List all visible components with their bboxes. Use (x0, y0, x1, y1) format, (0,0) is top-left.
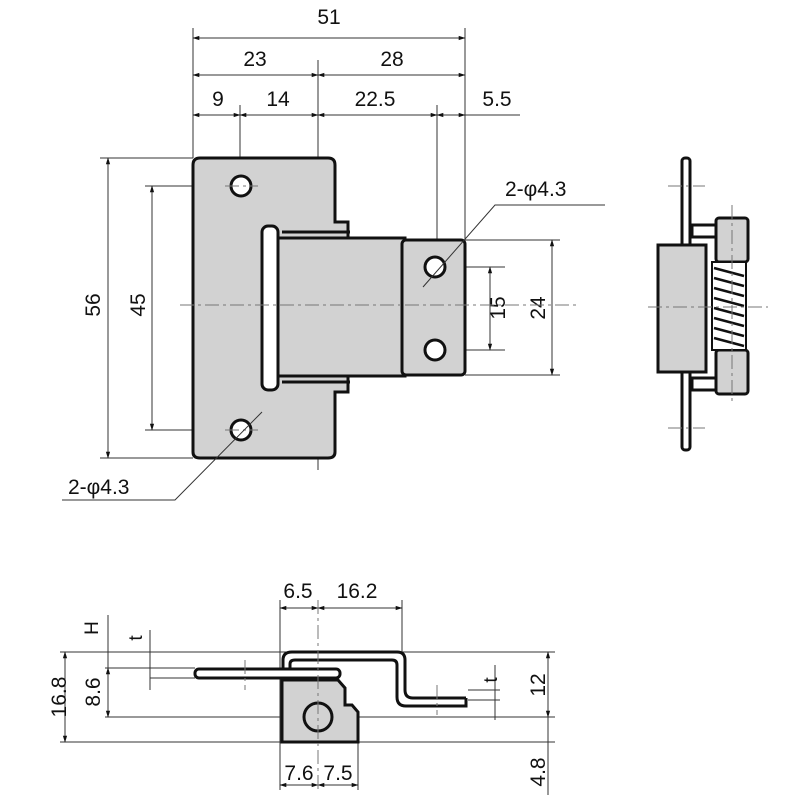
dim-16-8: 16.8 (48, 677, 71, 718)
dim-t-right: t (481, 677, 502, 683)
dim-6-5: 6.5 (283, 580, 312, 603)
hole-label-right: 2-φ4.3 (505, 178, 566, 201)
dim-h: H (82, 621, 103, 635)
dim-28: 28 (380, 48, 403, 71)
mounting-hole (423, 255, 447, 279)
bottom-leaf-left (193, 667, 342, 680)
dim-t-left: t (126, 635, 147, 641)
mounting-hole (423, 338, 447, 362)
dim-16-2: 16.2 (337, 580, 378, 603)
hole-label-left: 2-φ4.3 (68, 476, 129, 499)
hinge-leaf (400, 238, 467, 377)
dim-56: 56 (82, 293, 105, 316)
dim-9: 9 (212, 88, 224, 111)
dim-7-6: 7.6 (284, 762, 313, 785)
dim-23: 23 (243, 48, 266, 71)
hinge-knuckle (276, 236, 407, 378)
dim-14: 14 (266, 88, 290, 111)
bottom-leaf-right (288, 658, 468, 708)
dim-24: 24 (527, 296, 550, 320)
side-view (648, 156, 768, 452)
dim-5-5: 5.5 (482, 88, 511, 111)
dim-7-5: 7.5 (323, 762, 352, 785)
bottom-view: 6.5 16.2 7.6 7.5 16.8 8.6 H t t 12 4.8 (48, 580, 555, 795)
dim-22-5: 22.5 (355, 88, 396, 111)
dim-15: 15 (487, 296, 510, 319)
dim-4-8: 4.8 (527, 757, 550, 786)
front-view: 51 23 28 9 14 22.5 5.5 56 45 15 24 2-φ4.… (62, 6, 605, 501)
dim-51: 51 (317, 6, 340, 29)
dim-12: 12 (527, 673, 550, 696)
plate-slot (260, 224, 280, 392)
side-knuckle (656, 243, 708, 374)
dim-8-6: 8.6 (82, 677, 105, 706)
dim-45: 45 (127, 293, 150, 316)
